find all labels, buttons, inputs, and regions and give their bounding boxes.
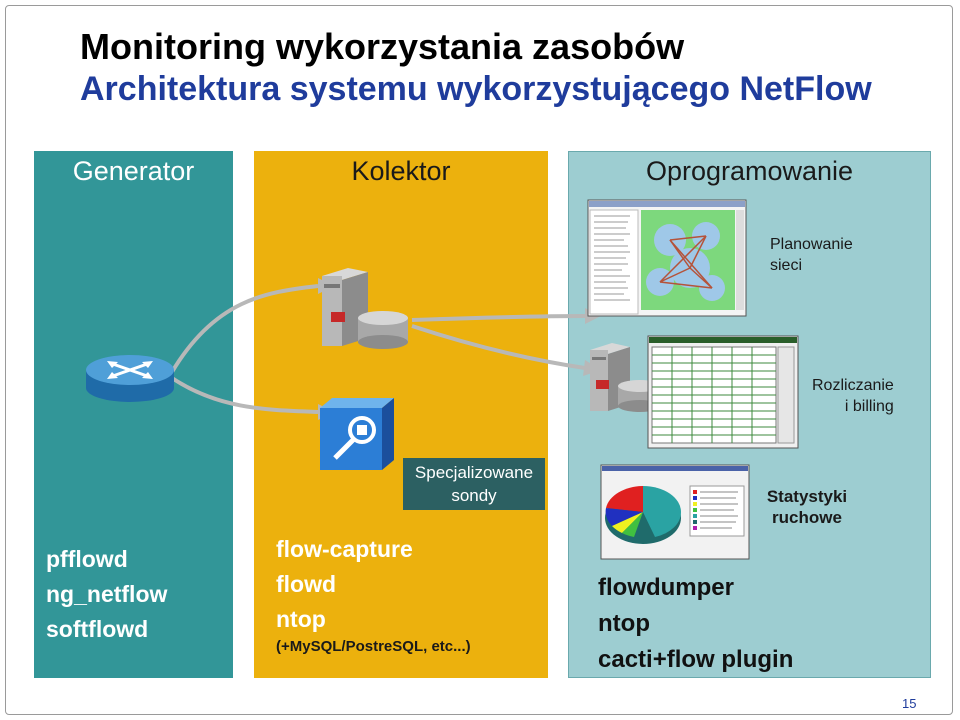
tool-item: flowd bbox=[276, 571, 337, 597]
network-map-screenshot bbox=[587, 199, 747, 317]
kolektor-tools: flow-capture flowd ntop bbox=[276, 532, 413, 637]
tool-item: ntop bbox=[598, 610, 650, 637]
planowanie-label: Planowanie sieci bbox=[770, 236, 853, 274]
slide-frame bbox=[5, 5, 953, 715]
probe-label-box: Specjalizowane sondy bbox=[403, 458, 545, 510]
page-number: 15 bbox=[902, 696, 917, 711]
tool-item: flowdumper bbox=[598, 574, 734, 601]
tool-item: ng_netflow bbox=[46, 581, 168, 607]
tool-item: flow-capture bbox=[276, 536, 413, 562]
flow-arrows bbox=[170, 284, 586, 414]
tool-item: ntop bbox=[276, 606, 326, 632]
generator-tools: pfflowd ng_netflow softflowd bbox=[46, 542, 167, 647]
oprogramowanie-header: Oprogramowanie bbox=[645, 156, 854, 186]
kolektor-extra: (+MySQL/PostreSQL, etc...) bbox=[276, 638, 471, 655]
generator-column bbox=[34, 151, 233, 678]
kolektor-header: Kolektor bbox=[351, 156, 451, 186]
arrow-collector-to-planning bbox=[411, 314, 586, 322]
arrow-router-to-collector bbox=[170, 284, 319, 374]
kolektor-column bbox=[254, 151, 548, 678]
statystyki-label: Statystyki ruchowe bbox=[766, 487, 848, 527]
spreadsheet-screenshot bbox=[647, 335, 799, 449]
slide-subtitle: Architektura systemu wykorzystującego Ne… bbox=[80, 70, 872, 108]
rozliczanie-label: Rozliczanie i billing bbox=[812, 377, 894, 415]
arrow-router-to-probe bbox=[170, 376, 319, 414]
arrow-collector-to-billing bbox=[411, 324, 586, 370]
router-icon bbox=[86, 355, 174, 402]
probe-icon bbox=[320, 398, 394, 470]
oprogramowanie-tools: flowdumper ntop cacti+flow plugin bbox=[598, 570, 793, 678]
database-icon bbox=[358, 311, 408, 349]
tool-item: softflowd bbox=[46, 616, 149, 642]
pie-chart-screenshot bbox=[600, 464, 750, 560]
tool-item: cacti+flow plugin bbox=[598, 646, 794, 673]
tool-item: pfflowd bbox=[46, 546, 128, 572]
slide-title: Monitoring wykorzystania zasobów bbox=[80, 26, 685, 67]
generator-header: Generator bbox=[72, 156, 195, 186]
